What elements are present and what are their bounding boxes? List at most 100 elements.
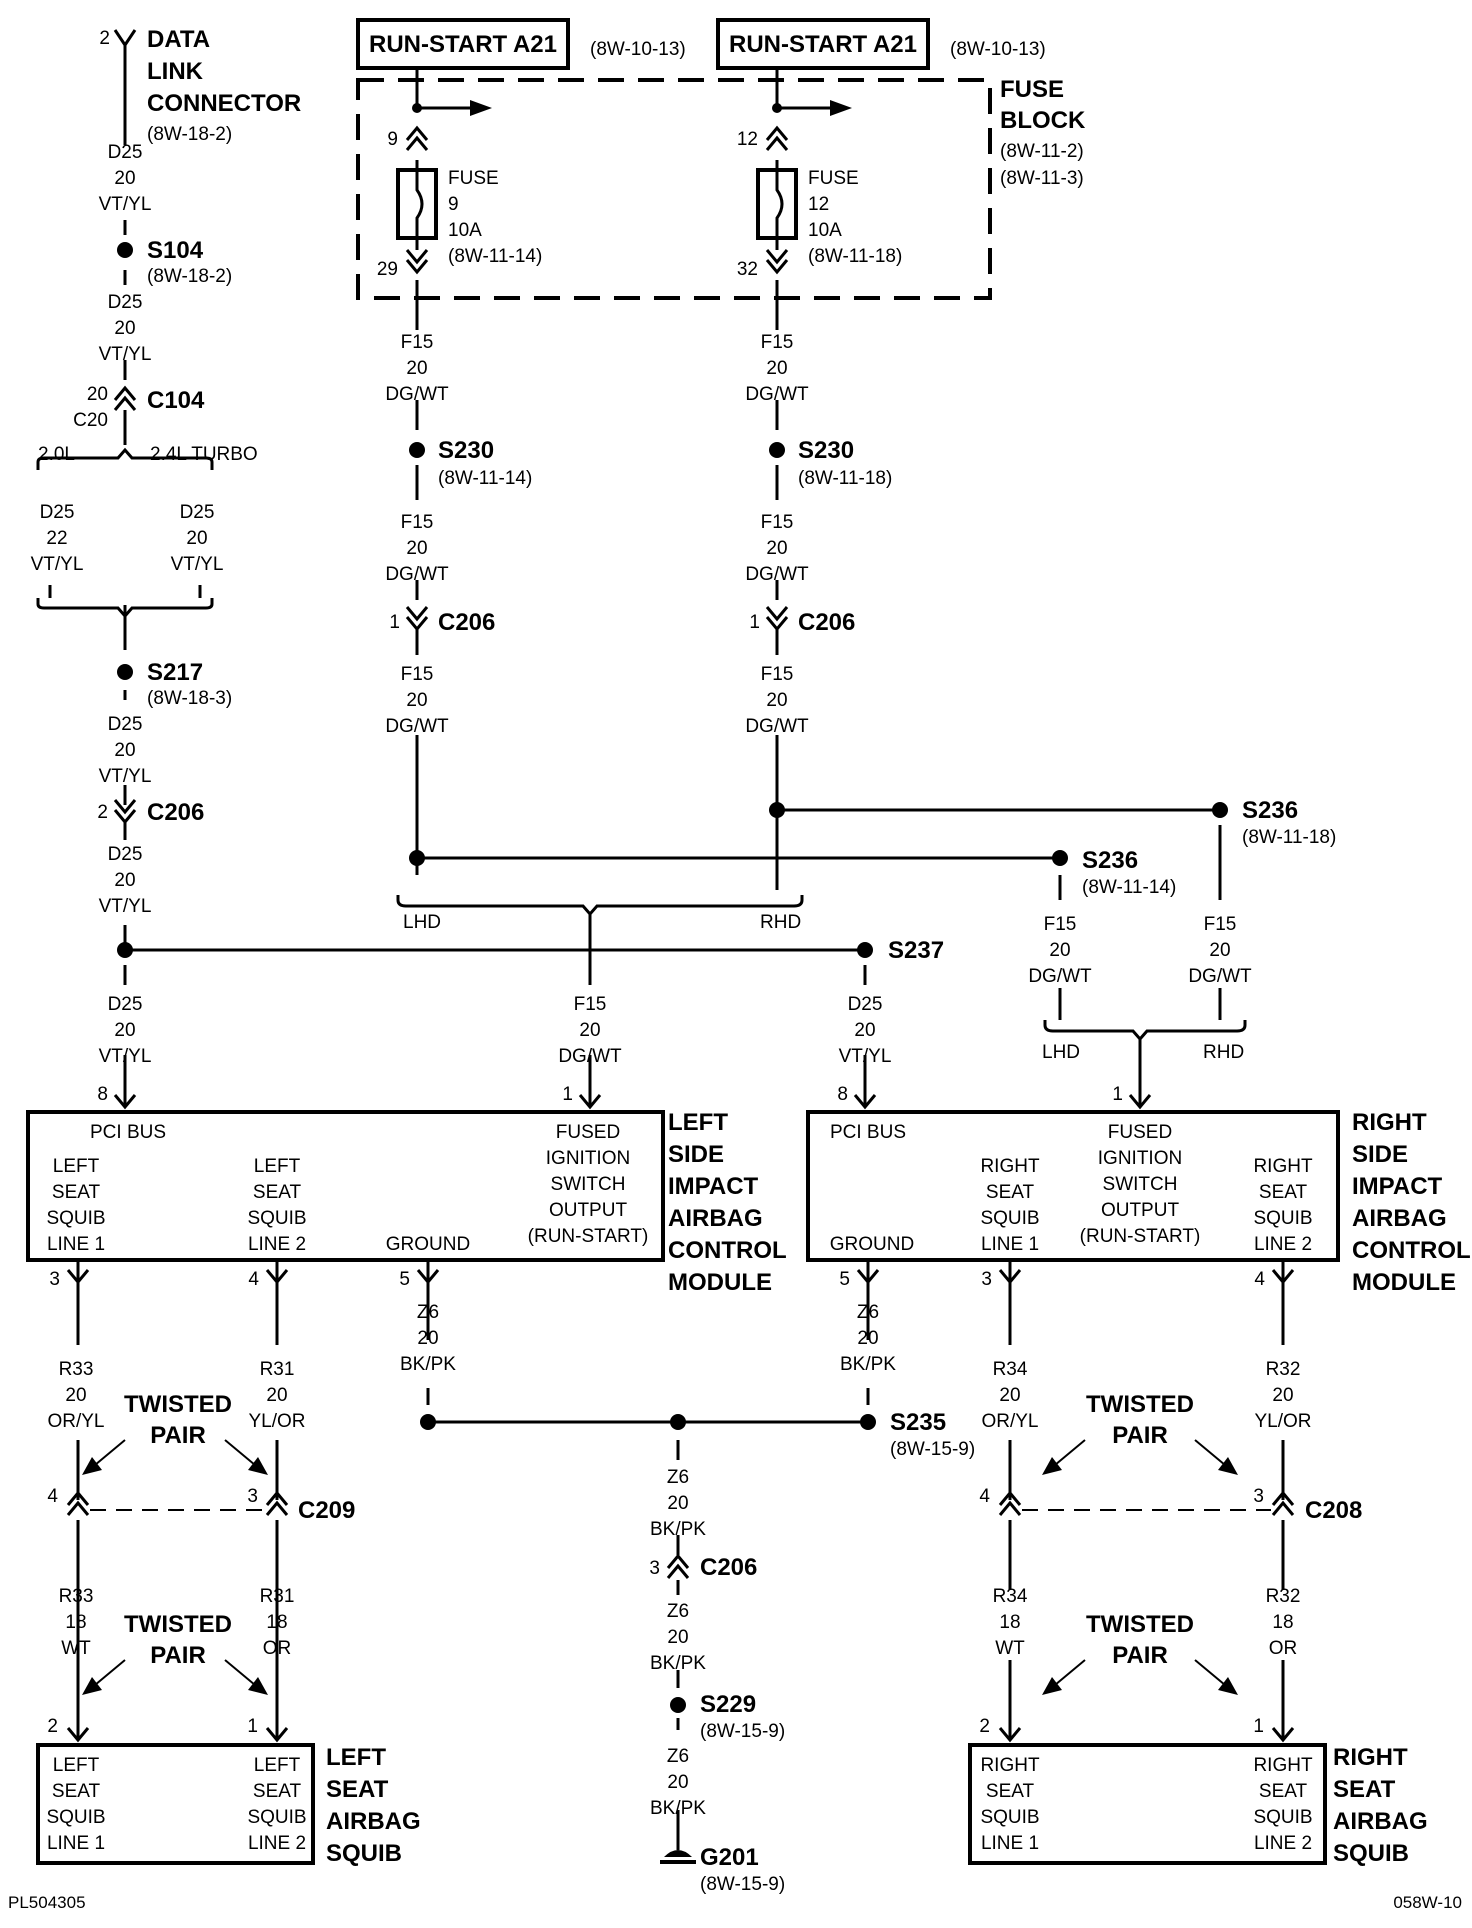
wire-label-r34-a: R34 20 OR/YL — [981, 1359, 1038, 1432]
svg-text:20: 20 — [406, 690, 427, 711]
fuse12-l2: 12 — [808, 194, 829, 215]
wire-label-feed-right-3: F15 20 DG/WT — [745, 664, 809, 737]
svg-text:OUTPUT: OUTPUT — [549, 1200, 628, 1221]
right-module-pin-3: 3 — [981, 1269, 992, 1290]
wire-label-z6-left: Z6 20 BK/PK — [400, 1302, 456, 1375]
s236-a-ref: (8W-11-14) — [1082, 877, 1176, 898]
svg-text:BK/PK: BK/PK — [840, 1354, 896, 1375]
dlc-pin: 2 — [99, 28, 110, 49]
fuse9-l1: FUSE — [448, 168, 499, 189]
svg-text:R32: R32 — [1266, 1359, 1301, 1380]
left-module-pin-4: 4 — [248, 1269, 259, 1290]
svg-text:CONTROL: CONTROL — [668, 1237, 787, 1264]
wire-label-opt-right: D25 20 VT/YL — [171, 502, 224, 575]
svg-text:18: 18 — [999, 1612, 1020, 1633]
twisted-pair-label-left-2: TWISTED PAIR — [124, 1611, 232, 1669]
svg-text:R34: R34 — [993, 1586, 1028, 1607]
svg-text:LEFT: LEFT — [53, 1156, 100, 1177]
svg-text:R33: R33 — [59, 1586, 94, 1607]
svg-text:20: 20 — [667, 1772, 688, 1793]
s104-ref: (8W-18-2) — [147, 266, 232, 287]
svg-text:LINE 1: LINE 1 — [981, 1234, 1039, 1255]
fuse9-l2: 9 — [448, 194, 459, 215]
c104-label: C104 — [147, 387, 205, 414]
svg-text:PAIR: PAIR — [150, 1422, 206, 1449]
svg-text:RIGHT: RIGHT — [1253, 1755, 1313, 1776]
fuse12-l1: FUSE — [808, 168, 859, 189]
svg-text:SIDE: SIDE — [668, 1141, 724, 1168]
svg-text:TWISTED: TWISTED — [1086, 1611, 1194, 1638]
wire-label-r32-a: R32 20 YL/OR — [1254, 1359, 1311, 1432]
wire-label-r32-b: R32 18 OR — [1266, 1586, 1301, 1659]
fuse9-l3: 10A — [448, 220, 482, 241]
left-module-squib2: LEFT SEAT SQUIB LINE 2 — [247, 1156, 306, 1255]
wire-label-z6-c: Z6 20 BK/PK — [650, 1746, 706, 1819]
svg-text:D25: D25 — [108, 292, 143, 313]
c209-pin-3: 3 — [247, 1486, 258, 1507]
svg-text:IGNITION: IGNITION — [546, 1148, 630, 1169]
wire-label-feed-right-2: F15 20 DG/WT — [745, 512, 809, 585]
svg-text:20: 20 — [766, 538, 787, 559]
svg-text:D25: D25 — [108, 994, 143, 1015]
svg-text:SQUIB: SQUIB — [326, 1840, 402, 1867]
left-module-pin-8: 8 — [97, 1084, 108, 1105]
svg-text:BK/PK: BK/PK — [650, 1653, 706, 1674]
left-module-squib1: LEFT SEAT SQUIB LINE 1 — [46, 1156, 105, 1255]
wire-label-feed-right-1: F15 20 DG/WT — [745, 332, 809, 405]
fuse12-pin-in: 12 — [737, 129, 758, 150]
svg-text:VT/YL: VT/YL — [171, 554, 224, 575]
fuse9-pin-out: 29 — [377, 259, 398, 280]
svg-text:SEAT: SEAT — [52, 1182, 101, 1203]
right-squib-box — [968, 1743, 1327, 1865]
dlc-ref: (8W-18-2) — [147, 124, 232, 145]
lhd-left: LHD — [403, 912, 441, 933]
svg-text:DG/WT: DG/WT — [385, 716, 449, 737]
svg-text:20: 20 — [65, 1385, 86, 1406]
left-squib-line2: LEFT SEAT SQUIB LINE 2 — [247, 1755, 306, 1854]
fuse-block-ref-1: (8W-11-2) — [1000, 141, 1084, 162]
s104-label: S104 — [147, 237, 204, 264]
svg-text:OR: OR — [263, 1638, 292, 1659]
svg-text:SEAT: SEAT — [1333, 1776, 1396, 1803]
svg-text:18: 18 — [266, 1612, 287, 1633]
svg-text:LEFT: LEFT — [254, 1156, 301, 1177]
svg-text:RIGHT: RIGHT — [1352, 1109, 1427, 1136]
svg-text:R32: R32 — [1266, 1586, 1301, 1607]
svg-text:F15: F15 — [1044, 914, 1077, 935]
svg-text:SEAT: SEAT — [1259, 1781, 1308, 1802]
c206-ground-label: C206 — [700, 1554, 757, 1581]
opt-2-0l: 2.0L — [38, 444, 75, 465]
wire-label-z6-right: Z6 20 BK/PK — [840, 1302, 896, 1375]
footer-left: PL504305 — [8, 1893, 86, 1912]
c208-pin-4: 4 — [979, 1486, 990, 1507]
svg-text:R31: R31 — [260, 1586, 295, 1607]
svg-text:FUSED: FUSED — [556, 1122, 620, 1143]
wire-label-r34-b: R34 18 WT — [993, 1586, 1028, 1659]
svg-text:Z6: Z6 — [667, 1467, 689, 1488]
s236-a-label: S236 — [1082, 847, 1138, 874]
svg-text:D25: D25 — [848, 994, 883, 1015]
svg-text:LEFT: LEFT — [668, 1109, 728, 1136]
svg-text:VT/YL: VT/YL — [99, 194, 152, 215]
svg-text:LEFT: LEFT — [53, 1755, 100, 1776]
svg-text:(RUN-START): (RUN-START) — [1080, 1226, 1201, 1247]
left-module-pin-3: 3 — [49, 1269, 60, 1290]
svg-text:LINE 1: LINE 1 — [981, 1833, 1039, 1854]
opt-2-4l-turbo: 2.4L TURBO — [150, 444, 258, 465]
svg-text:SEAT: SEAT — [52, 1781, 101, 1802]
svg-text:20: 20 — [1272, 1385, 1293, 1406]
svg-text:F15: F15 — [761, 664, 794, 685]
fuse12-pin-out: 32 — [737, 259, 758, 280]
svg-text:SQUIB: SQUIB — [46, 1208, 105, 1229]
c206-ground-pin: 3 — [649, 1558, 660, 1579]
svg-text:SQUIB: SQUIB — [247, 1807, 306, 1828]
svg-text:20: 20 — [114, 1020, 135, 1041]
svg-text:AIRBAG: AIRBAG — [1352, 1205, 1447, 1232]
left-module-name: LEFT SIDE IMPACT AIRBAG CONTROL MODULE — [668, 1109, 787, 1296]
wire-label-feed-left-2: F15 20 DG/WT — [385, 512, 449, 585]
c209-label: C209 — [298, 1497, 355, 1524]
svg-text:YL/OR: YL/OR — [1254, 1411, 1311, 1432]
svg-text:OR/YL: OR/YL — [47, 1411, 104, 1432]
svg-text:SQUIB: SQUIB — [980, 1807, 1039, 1828]
right-module-name: RIGHT SIDE IMPACT AIRBAG CONTROL MODULE — [1352, 1109, 1471, 1296]
